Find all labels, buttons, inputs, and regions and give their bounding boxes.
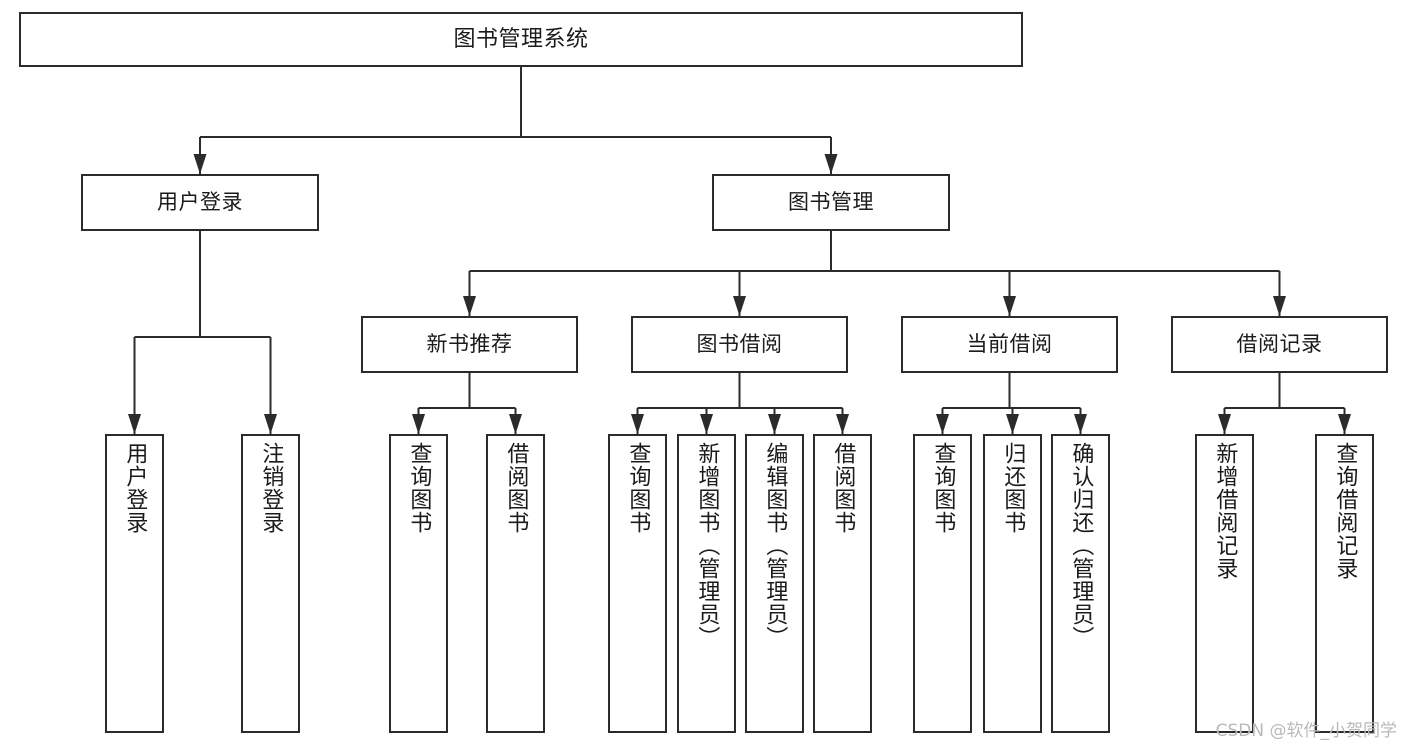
node-label: 当前借阅 [966, 332, 1053, 357]
arrowhead-leaf-query-book-2 [631, 414, 644, 434]
node-label: 用户登录 [122, 442, 148, 534]
arrowhead-new-book-rec [463, 296, 476, 316]
arrowhead-leaf-borrow-book-1 [509, 414, 522, 434]
arrowhead-book-borrow [733, 296, 746, 316]
node-label: 借阅图书 [503, 442, 529, 534]
node-leaf-borrow-book-2[interactable]: 借阅图书 [813, 434, 872, 733]
node-leaf-return-book[interactable]: 归还图书 [983, 434, 1042, 733]
node-book-borrow[interactable]: 图书借阅 [631, 316, 848, 373]
node-leaf-query-book-3[interactable]: 查询图书 [913, 434, 972, 733]
node-label: 用户登录 [157, 190, 243, 215]
arrowhead-leaf-confirm-return [1074, 414, 1087, 434]
node-root[interactable]: 图书管理系统 [19, 12, 1023, 67]
node-label: 确认归还（管理员） [1068, 442, 1094, 649]
arrowhead-leaf-query-book-1 [412, 414, 425, 434]
node-label: 新书推荐 [426, 332, 513, 357]
node-leaf-confirm-return[interactable]: 确认归还（管理员） [1051, 434, 1110, 733]
arrowhead-book-manage [824, 154, 838, 174]
node-leaf-query-record[interactable]: 查询借阅记录 [1315, 434, 1374, 733]
node-book-manage[interactable]: 图书管理 [712, 174, 950, 231]
node-leaf-add-book[interactable]: 新增图书（管理员） [677, 434, 736, 733]
node-label: 借阅记录 [1236, 332, 1323, 357]
node-user-login[interactable]: 用户登录 [81, 174, 319, 231]
arrowhead-user-login [193, 154, 207, 174]
node-leaf-edit-book[interactable]: 编辑图书（管理员） [745, 434, 804, 733]
watermark-text: CSDN @软件_小贺同学 [1215, 721, 1397, 741]
node-leaf-add-record[interactable]: 新增借阅记录 [1195, 434, 1254, 733]
node-label: 查询借阅记录 [1332, 442, 1358, 580]
node-label: 借阅图书 [830, 442, 856, 534]
node-label: 查询图书 [930, 442, 956, 534]
node-leaf-logout[interactable]: 注销登录 [241, 434, 300, 733]
node-label: 编辑图书（管理员） [762, 442, 788, 649]
node-label: 图书借阅 [696, 332, 783, 357]
node-label: 查询图书 [406, 442, 432, 534]
node-label: 注销登录 [258, 442, 284, 534]
arrowhead-leaf-query-book-3 [936, 414, 949, 434]
node-label: 归还图书 [1000, 442, 1026, 534]
node-current-borrow[interactable]: 当前借阅 [901, 316, 1118, 373]
arrowhead-leaf-logout [264, 414, 277, 434]
arrowhead-leaf-return-book [1006, 414, 1019, 434]
arrowhead-current-borrow [1003, 296, 1016, 316]
arrowhead-leaf-add-book [700, 414, 713, 434]
node-leaf-query-book-1[interactable]: 查询图书 [389, 434, 448, 733]
node-label: 查询图书 [625, 442, 651, 534]
arrowhead-leaf-edit-book [768, 414, 781, 434]
node-leaf-query-book-2[interactable]: 查询图书 [608, 434, 667, 733]
arrowhead-leaf-add-record [1218, 414, 1231, 434]
arrowhead-leaf-borrow-book-2 [836, 414, 849, 434]
node-label: 图书管理系统 [453, 26, 589, 52]
node-label: 图书管理 [788, 190, 874, 215]
node-leaf-borrow-book-1[interactable]: 借阅图书 [486, 434, 545, 733]
arrowhead-leaf-user-login [128, 414, 141, 434]
node-label: 新增图书（管理员） [694, 442, 720, 649]
node-borrow-record[interactable]: 借阅记录 [1171, 316, 1388, 373]
arrowhead-leaf-query-record [1338, 414, 1351, 434]
node-leaf-user-login[interactable]: 用户登录 [105, 434, 164, 733]
node-new-book-rec[interactable]: 新书推荐 [361, 316, 578, 373]
arrowhead-borrow-record [1273, 296, 1286, 316]
node-label: 新增借阅记录 [1212, 442, 1238, 580]
